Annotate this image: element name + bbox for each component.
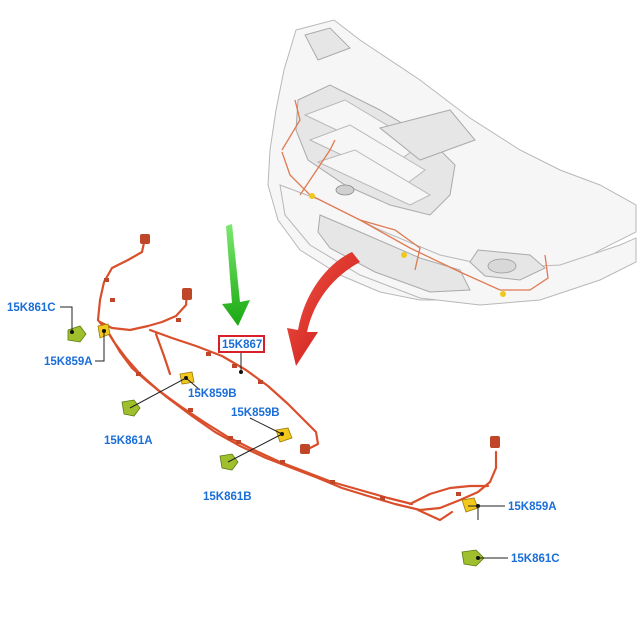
highlight-box: [218, 335, 265, 353]
sensor-15K861C-left: [67, 325, 87, 343]
part-labels: 15K867 15K861C 15K859A 15K859B 15K861A 1…: [7, 302, 560, 565]
label-15K861B: 15K861B: [203, 491, 252, 503]
green-down-arrow-icon: [222, 224, 250, 326]
sensor-15K861C-right: [461, 549, 485, 567]
wiring-harness: [96, 234, 500, 522]
label-15K867: 15K867: [222, 339, 262, 351]
label-15K861A: 15K861A: [104, 435, 153, 447]
leader-lines: [60, 306, 508, 560]
label-15K859A-right: 15K859A: [508, 501, 557, 513]
bracket-15K859A-right: [461, 497, 479, 513]
label-15K859A-left: 15K859A: [44, 356, 93, 368]
label-15K859B-right: 15K859B: [231, 407, 280, 419]
label-15K861C-left: 15K861C: [7, 302, 56, 314]
bracket-15K859B-right: [275, 427, 293, 443]
label-15K861C-right: 15K861C: [511, 553, 560, 565]
front-bumper-illustration: [267, 19, 637, 306]
red-curved-arrow-icon: [287, 252, 360, 366]
label-15K859B-left: 15K859B: [188, 388, 237, 400]
